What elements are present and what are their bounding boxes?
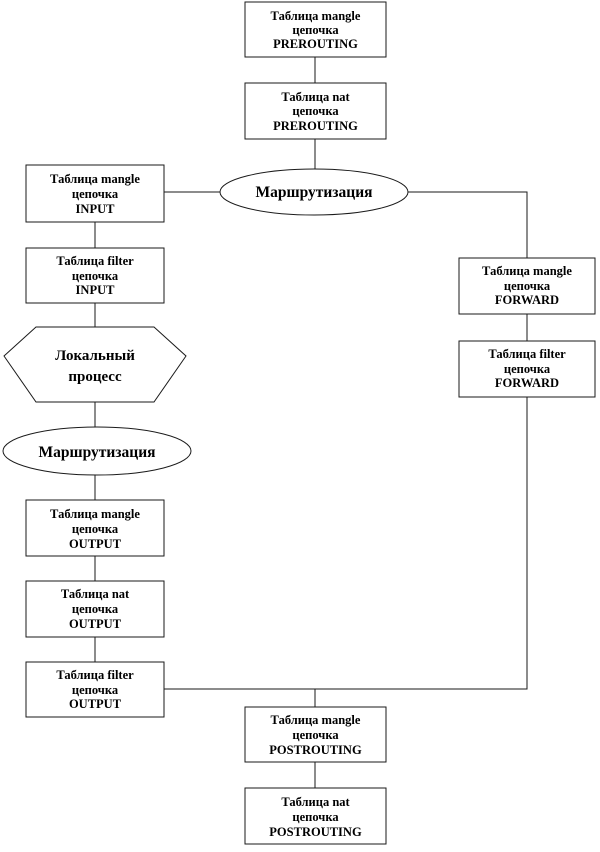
box-frame [458,257,596,315]
box-frame [244,706,387,763]
box-line-3: OUTPUT [69,617,122,631]
connector-filter-fwd-to-post [164,397,528,690]
box-line-2: цепочка [292,104,339,118]
local-process-shape: Локальный процесс [3,326,187,403]
box-line-3: OUTPUT [69,697,122,711]
box-line-3: INPUT [76,283,116,297]
ellipse-label: Маршрутизация [255,184,372,201]
box-line-2: цепочка [72,683,119,697]
box-line-2: цепочка [72,187,119,201]
box-frame [25,164,165,223]
box-line-2: цепочка [292,810,339,824]
box-line-1: Таблица mangle [482,264,572,278]
box-frame [244,1,387,58]
ellipse-shape [2,426,192,476]
box-frame [244,82,387,140]
pentagon-line-1: Локальный [55,348,135,364]
routing-decision-local: Маршрутизация [2,426,192,476]
box-frame [25,247,165,304]
box-mangle-prerouting: Таблица mangle цепочка PREROUTING [244,1,387,58]
box-line-2: цепочка [72,269,119,283]
box-line-2: цепочка [292,23,339,37]
box-filter-input: Таблица filter цепочка INPUT [25,247,165,304]
box-nat-output: Таблица nat цепочка OUTPUT [25,580,165,638]
box-line-2: цепочка [72,602,119,616]
box-mangle-input: Таблица mangle цепочка INPUT [25,164,165,223]
box-line-2: цепочка [292,728,339,742]
box-line-1: Таблица nat [281,795,350,809]
box-nat-postrouting: Таблица nat цепочка POSTROUTING [244,787,387,845]
routing-decision-top: Маршрутизация [219,168,409,216]
box-line-3: POSTROUTING [269,825,362,839]
box-frame [25,499,165,557]
box-frame [244,787,387,845]
box-line-1: Таблица nat [281,90,350,104]
box-mangle-postrouting: Таблица mangle цепочка POSTROUTING [244,706,387,763]
box-line-1: Таблица mangle [271,9,361,23]
box-line-3: FORWARD [495,293,559,307]
pentagon-line-2: процесс [68,369,122,385]
box-line-1: Таблица filter [56,668,134,682]
box-line-1: Таблица filter [56,254,134,268]
ellipse-shape [219,168,409,216]
connectors [94,57,528,788]
connector-routing-to-forward [408,191,528,258]
box-line-3: POSTROUTING [269,743,362,757]
box-frame [458,340,596,398]
box-filter-forward: Таблица filter цепочка FORWARD [458,340,596,398]
box-line-1: Таблица filter [488,347,566,361]
box-line-1: Таблица mangle [271,713,361,727]
box-nat-prerouting: Таблица nat цепочка PREROUTING [244,82,387,140]
box-line-1: Таблица mangle [50,507,140,521]
box-mangle-output: Таблица mangle цепочка OUTPUT [25,499,165,557]
box-line-2: цепочка [504,362,551,376]
box-line-2: цепочка [504,279,551,293]
box-line-3: PREROUTING [273,37,358,51]
box-frame [25,580,165,638]
box-filter-output: Таблица filter цепочка OUTPUT [25,661,165,718]
ellipse-label: Маршрутизация [38,444,155,461]
box-line-2: цепочка [72,522,119,536]
pentagon-shape [3,326,187,403]
box-line-3: INPUT [76,202,116,216]
box-mangle-forward: Таблица mangle цепочка FORWARD [458,257,596,315]
box-line-3: PREROUTING [273,119,358,133]
box-frame [25,661,165,718]
box-line-1: Таблица mangle [50,172,140,186]
box-line-3: FORWARD [495,376,559,390]
box-line-1: Таблица nat [61,587,130,601]
box-line-3: OUTPUT [69,537,122,551]
